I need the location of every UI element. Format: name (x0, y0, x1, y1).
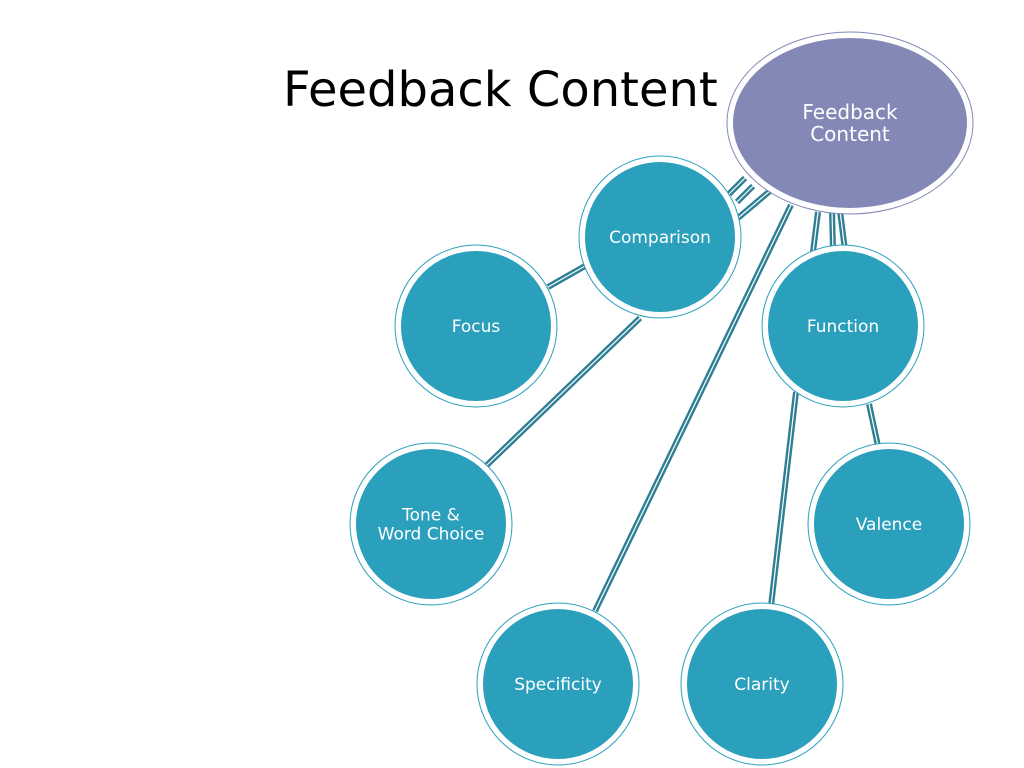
node-label-tone-word-choice-line-1: Tone & (401, 505, 460, 525)
node-focus: Focus (394, 244, 558, 408)
node-clarity: Clarity (680, 602, 844, 766)
connector-feedback-content-to-comparison (726, 175, 748, 197)
node-label-valence: Valence (856, 515, 923, 535)
node-label-comparison: Comparison (609, 228, 711, 248)
connector-feedback-content-to-function (837, 210, 848, 251)
node-label-function: Function (807, 317, 879, 337)
connector-feedback-content-to-function (829, 210, 836, 251)
connector-feedback-content-to-clarity (768, 391, 799, 607)
connector-comparison-to-focus (546, 263, 587, 290)
node-label-tone-word-choice-line-2: Word Choice (378, 524, 485, 544)
node-label-feedback-content-line-2: Content (810, 122, 890, 146)
node-tone-word-choice: Tone &Word Choice (349, 442, 513, 606)
connector-feedback-content-to-comparison (736, 187, 773, 221)
node-comparison: Comparison (578, 155, 742, 319)
node-label-focus: Focus (452, 317, 501, 337)
node-function: Function (761, 244, 925, 408)
connector-comparison-to-tone-word-choice (484, 315, 643, 468)
connector-feedback-content-to-specificity (592, 203, 794, 613)
connector-function-to-valence (866, 403, 881, 447)
slide-title: Feedback Content (283, 62, 718, 118)
node-valence: Valence (807, 442, 971, 606)
connector-feedback-content-to-function (810, 211, 821, 253)
node-label-clarity: Clarity (734, 675, 789, 695)
node-label-specificity: Specificity (514, 675, 602, 695)
connectors (484, 175, 881, 613)
node-label-feedback-content-line-1: Feedback (802, 100, 898, 124)
connector-feedback-content-to-comparison (734, 183, 756, 205)
node-specificity: Specificity (476, 602, 640, 766)
